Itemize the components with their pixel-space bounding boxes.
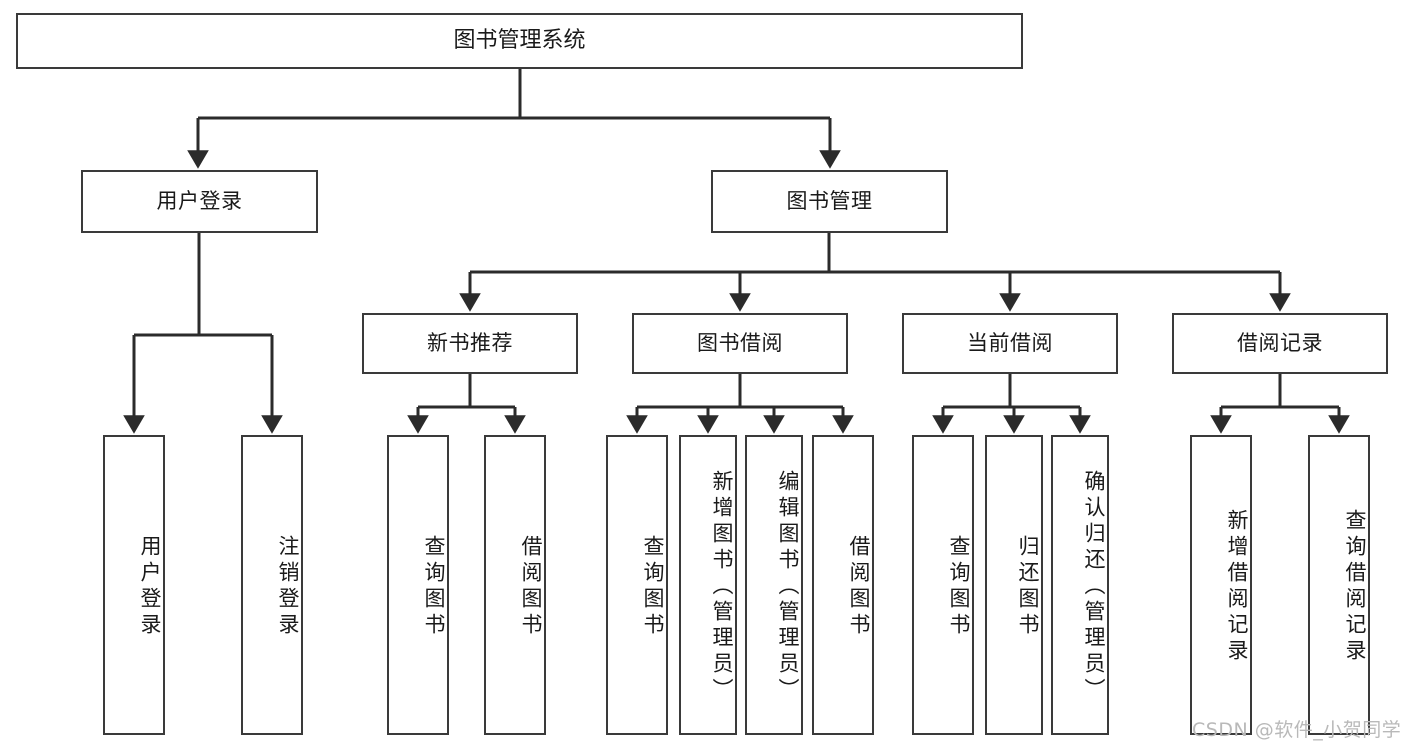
node-label: 归还图书 xyxy=(1016,535,1040,639)
node-label: 查询图书 xyxy=(422,535,446,639)
node-leaf-edit-book[interactable]: 编辑图书（管理员） xyxy=(745,435,803,735)
node-label: 借阅图书 xyxy=(847,535,871,639)
node-label: 当前借阅 xyxy=(967,331,1053,356)
node-label: 查询借阅记录 xyxy=(1343,509,1367,665)
node-user-login[interactable]: 用户登录 xyxy=(81,170,318,233)
node-label: 图书管理系统 xyxy=(453,27,586,53)
node-leaf-query-book-recommend[interactable]: 查询图书 xyxy=(387,435,449,735)
node-borrow-record[interactable]: 借阅记录 xyxy=(1172,313,1388,374)
node-current-borrow[interactable]: 当前借阅 xyxy=(902,313,1118,374)
node-leaf-return-book[interactable]: 归还图书 xyxy=(985,435,1043,735)
node-label: 图书借阅 xyxy=(697,331,783,356)
node-label: 查询图书 xyxy=(947,535,971,639)
node-label: 新书推荐 xyxy=(427,331,513,356)
node-leaf-add-book[interactable]: 新增图书（管理员） xyxy=(679,435,737,735)
node-leaf-query-book-current[interactable]: 查询图书 xyxy=(912,435,974,735)
watermark-text: CSDN @软件_小贺同学 xyxy=(1192,719,1402,741)
node-leaf-add-borrow-record[interactable]: 新增借阅记录 xyxy=(1190,435,1252,735)
node-label: 借阅记录 xyxy=(1237,331,1323,356)
node-label: 图书管理 xyxy=(786,189,873,214)
node-label: 新增借阅记录 xyxy=(1225,509,1249,665)
node-leaf-borrow-book-recommend[interactable]: 借阅图书 xyxy=(484,435,546,735)
node-leaf-user-login[interactable]: 用户登录 xyxy=(103,435,165,735)
node-label: 确认归还（管理员） xyxy=(1082,470,1106,704)
node-root-system[interactable]: 图书管理系统 xyxy=(16,13,1023,69)
node-leaf-borrow-book[interactable]: 借阅图书 xyxy=(812,435,874,735)
node-leaf-confirm-return[interactable]: 确认归还（管理员） xyxy=(1051,435,1109,735)
node-label: 编辑图书（管理员） xyxy=(776,470,800,704)
node-leaf-logout[interactable]: 注销登录 xyxy=(241,435,303,735)
node-leaf-query-book-borrow[interactable]: 查询图书 xyxy=(606,435,668,735)
node-label: 用户登录 xyxy=(138,535,162,639)
node-label: 借阅图书 xyxy=(519,535,543,639)
node-new-book-recommend[interactable]: 新书推荐 xyxy=(362,313,578,374)
node-label: 用户登录 xyxy=(156,189,243,214)
node-book-manage[interactable]: 图书管理 xyxy=(711,170,948,233)
node-label: 注销登录 xyxy=(276,535,300,639)
node-label: 查询图书 xyxy=(641,535,665,639)
node-label: 新增图书（管理员） xyxy=(710,470,734,704)
node-leaf-query-borrow-record[interactable]: 查询借阅记录 xyxy=(1308,435,1370,735)
node-book-borrow[interactable]: 图书借阅 xyxy=(632,313,848,374)
